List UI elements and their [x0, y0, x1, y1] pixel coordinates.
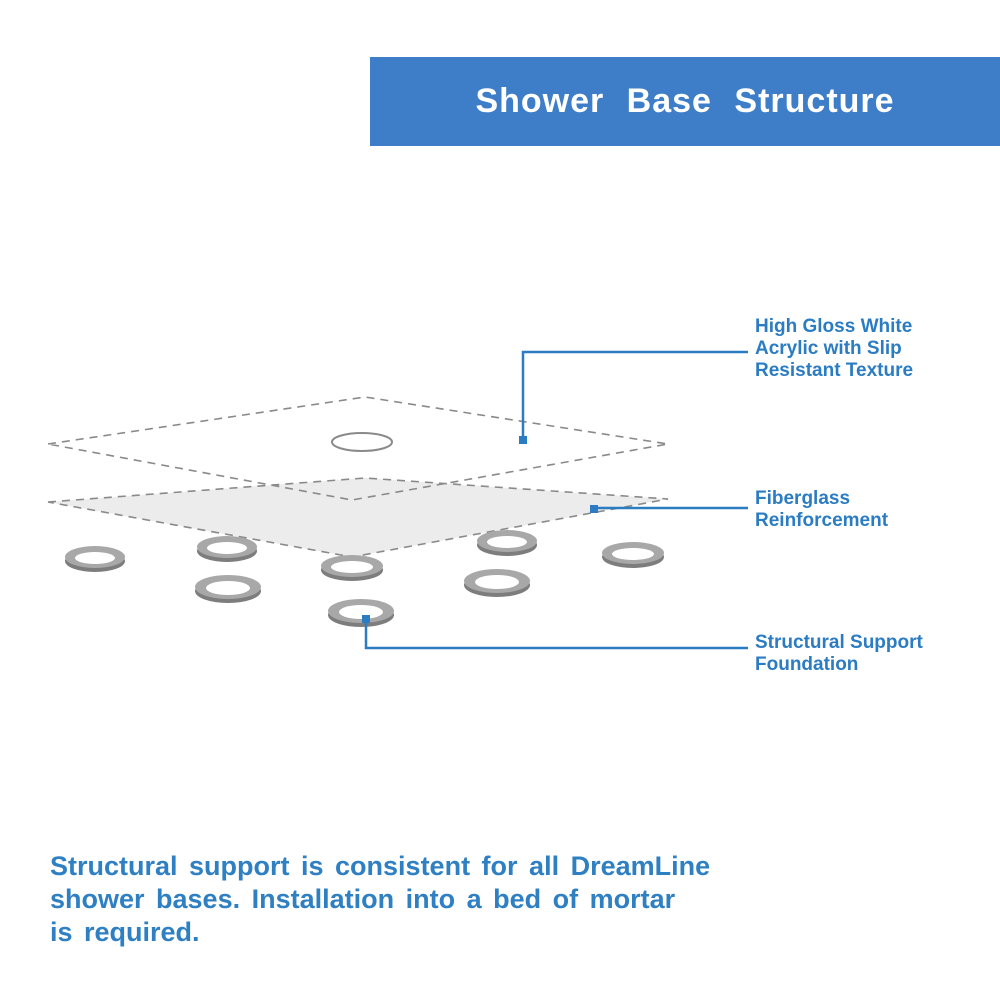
support-ring	[328, 599, 394, 627]
fiberglass-slab	[47, 477, 669, 558]
callout-line: Resistant Texture	[755, 360, 914, 381]
support-ring	[197, 536, 257, 562]
support-ring	[321, 555, 383, 581]
callout-support-label: Structural Support Foundation	[755, 632, 923, 676]
callout-fiberglass-label: Fiberglass Reinforcement	[755, 488, 888, 532]
support-ring	[464, 569, 530, 597]
callout-line: Foundation	[755, 654, 859, 675]
footer-description: Structural support is consistent for all…	[50, 850, 710, 949]
leader-support-marker	[362, 615, 370, 623]
callout-line: High Gloss White	[755, 316, 913, 337]
leader-acrylic-marker	[519, 436, 527, 444]
leader-acrylic	[521, 350, 748, 436]
support-rings	[65, 530, 664, 627]
footer-line: is required.	[50, 917, 200, 947]
callout-leader-lines	[362, 350, 748, 650]
drain-hole	[331, 432, 393, 452]
acrylic-top-outline	[47, 396, 669, 501]
footer-line: shower bases. Installation into a bed of…	[50, 884, 676, 914]
header-banner: Shower Base Structure	[370, 57, 1000, 146]
support-ring	[65, 546, 125, 572]
leader-support	[364, 622, 748, 650]
callout-line: Fiberglass	[755, 488, 851, 509]
callout-line: Structural Support	[755, 632, 923, 653]
callout-acrylic-label: High Gloss White Acrylic with Slip Resis…	[755, 316, 913, 382]
support-ring	[602, 542, 664, 568]
support-ring	[195, 575, 261, 603]
footer-line: Structural support is consistent for all…	[50, 851, 711, 881]
leader-fiberglass-marker	[590, 505, 598, 513]
callout-line: Reinforcement	[755, 510, 889, 531]
support-ring	[477, 530, 537, 556]
callout-line: Acrylic with Slip	[755, 338, 902, 359]
page-title: Shower Base Structure	[475, 82, 895, 120]
